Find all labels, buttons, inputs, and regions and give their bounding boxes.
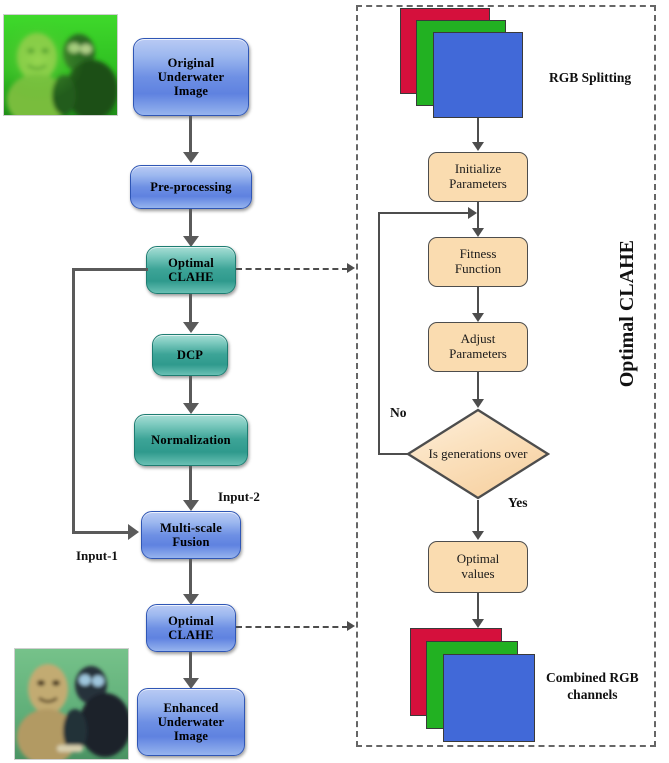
node-line: Underwater: [157, 70, 225, 84]
edge-clahe1-bypass-vertical: [72, 268, 75, 533]
branch-label-yes: Yes: [508, 495, 528, 510]
node-line: Initialize: [454, 161, 502, 177]
label-rgb-splitting: RGB Splitting: [549, 70, 632, 85]
node-line: Image: [173, 84, 209, 98]
arrowhead-down: [183, 152, 199, 163]
node-line: Optimal: [456, 551, 500, 567]
arrowhead-down: [472, 531, 484, 540]
node-optimal-values[interactable]: Optimal values: [428, 541, 528, 593]
node-fitness-function[interactable]: Fitness Function: [428, 237, 528, 287]
arrowhead-down: [472, 313, 484, 322]
edge-no-loop-vertical: [378, 212, 380, 455]
node-pre-processing[interactable]: Pre-processing: [130, 165, 252, 209]
node-line: Fitness: [459, 246, 497, 262]
arrowhead-down: [183, 594, 199, 605]
node-line: Is generations: [428, 445, 502, 461]
arrowhead-right: [128, 524, 139, 540]
edge-preprocessing-to-clahe1: [189, 209, 192, 241]
node-line: Multi-scale: [160, 521, 222, 535]
node-optimal-clahe-2[interactable]: Optimal CLAHE: [146, 604, 236, 652]
channel-blue: [443, 654, 535, 742]
arrowhead-down: [183, 403, 199, 414]
node-adjust-parameters[interactable]: Adjust Parameters: [428, 322, 528, 372]
arrowhead-down: [183, 500, 199, 511]
node-dcp[interactable]: DCP: [152, 334, 228, 376]
arrowhead-down: [472, 619, 484, 628]
combined-rgb-stack: [410, 628, 550, 742]
edge-no-loop-horizontal-bottom: [378, 453, 410, 455]
branch-label-no: No: [390, 405, 407, 420]
edge-fitness-to-adjust: [477, 287, 479, 317]
node-line: Function: [454, 261, 502, 276]
node-line: Enhanced: [163, 701, 219, 715]
arrowhead-right: [468, 207, 477, 219]
label-combined-rgb-channels: Combined RGB channels: [546, 670, 639, 704]
label-line: Combined RGB: [546, 670, 639, 685]
node-enhanced-underwater-image[interactable]: Enhanced Underwater Image: [137, 688, 245, 756]
edge-clahe1-bypass-bottom: [72, 531, 130, 534]
edge-clahe2-to-enhanced: [189, 652, 192, 682]
node-line: Image: [173, 729, 209, 743]
edge-rgbstack-to-initialize: [477, 118, 479, 146]
dashed-link-clahe1-to-panel: [236, 268, 348, 270]
node-line: Adjust: [460, 331, 496, 347]
enhanced-underwater-photo: [14, 648, 129, 760]
edge-optimal-values-to-combined: [477, 593, 479, 623]
node-multi-scale-fusion[interactable]: Multi-scale Fusion: [141, 511, 241, 559]
channel-blue: [433, 32, 523, 118]
edge-initialize-to-fitness: [477, 202, 479, 232]
node-line: Parameters: [449, 176, 507, 191]
edge-label-input-2: Input-2: [218, 489, 260, 504]
edge-no-loop-horizontal-top: [378, 212, 470, 214]
edge-yes-to-optimal-values: [477, 500, 479, 536]
dashed-link-arrowhead: [347, 263, 355, 273]
node-optimal-clahe-1[interactable]: Optimal CLAHE: [146, 246, 236, 294]
panel-label-optimal-clahe: Optimal CLAHE: [616, 240, 638, 388]
edge-original-to-preprocessing: [189, 116, 192, 156]
edge-label-input-1: Input-1: [76, 548, 118, 563]
node-line: DCP: [176, 348, 204, 362]
node-line: values: [461, 566, 495, 581]
node-line: over: [504, 445, 528, 461]
node-original-underwater-image[interactable]: Original Underwater Image: [133, 38, 249, 116]
edge-clahe1-bypass-top: [72, 268, 148, 271]
node-line: Original: [167, 56, 215, 70]
diamond-label: Is generations over: [406, 408, 550, 500]
rgb-splitting-stack: [400, 8, 530, 118]
diamond-shape: [406, 408, 550, 500]
node-line: CLAHE: [168, 628, 214, 642]
arrowhead-down: [472, 228, 484, 237]
node-line: Normalization: [151, 433, 231, 447]
dashed-link-arrowhead: [347, 621, 355, 631]
node-normalization[interactable]: Normalization: [134, 414, 248, 466]
arrowhead-down: [472, 142, 484, 151]
node-is-generations-over[interactable]: Is generations over: [406, 408, 550, 500]
node-line: Fusion: [172, 535, 210, 549]
node-line: Underwater: [157, 715, 225, 729]
arrowhead-down: [472, 399, 484, 408]
node-line: Optimal: [168, 256, 214, 270]
arrowhead-down: [183, 678, 199, 689]
node-line: Optimal: [168, 614, 214, 628]
node-line: Pre-processing: [150, 180, 232, 194]
node-line: Parameters: [449, 346, 507, 361]
edge-normalization-to-fusion: [189, 466, 192, 504]
edge-adjust-to-decision: [477, 372, 479, 404]
edge-clahe1-to-dcp: [189, 294, 192, 326]
dashed-link-clahe2-to-panel: [236, 626, 348, 628]
edge-dcp-to-normalization: [189, 376, 192, 408]
optimal-clahe-panel-border: [356, 5, 656, 747]
edge-fusion-to-clahe2: [189, 559, 192, 597]
label-line: channels: [567, 686, 618, 702]
arrowhead-down: [183, 322, 199, 333]
arrowhead-down: [183, 236, 199, 247]
node-initialize-parameters[interactable]: Initialize Parameters: [428, 152, 528, 202]
original-underwater-photo: [3, 14, 118, 116]
node-line: CLAHE: [168, 270, 214, 284]
